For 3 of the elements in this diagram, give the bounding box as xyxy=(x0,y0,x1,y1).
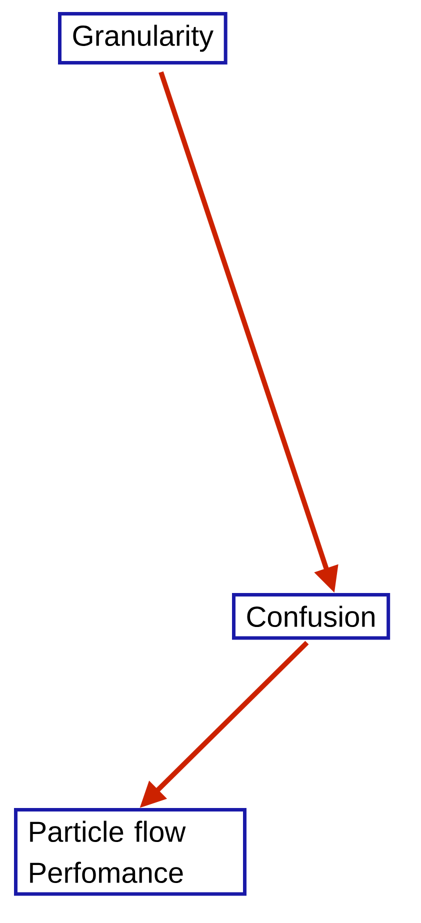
process-box: Granularity xyxy=(58,12,228,65)
process-box: Particle flow Perfomance xyxy=(14,808,246,896)
process-box: Confusion xyxy=(232,593,390,640)
